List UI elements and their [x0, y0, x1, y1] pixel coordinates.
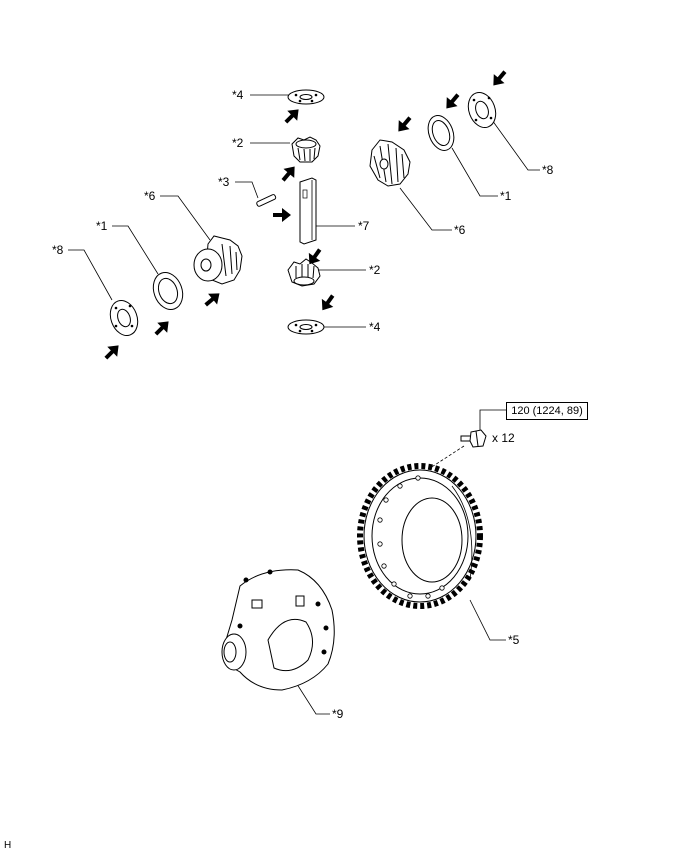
- arrow-icon: [150, 316, 174, 340]
- arrow-icon: [440, 90, 464, 113]
- thrust-washer-right: [427, 115, 455, 151]
- pinion-washer-bottom: [287, 319, 325, 335]
- figure-id: H: [4, 840, 12, 851]
- callout-1-left: *1: [96, 219, 108, 233]
- bolt-quantity: x 12: [492, 431, 515, 445]
- callout-8-left: *8: [52, 243, 64, 257]
- pinion-gear-bottom: [287, 258, 321, 287]
- ring-gear-bolt: [460, 429, 487, 448]
- differential-case: [221, 569, 335, 691]
- callout-5: *5: [508, 633, 520, 647]
- pinion-gear-top: [291, 136, 321, 163]
- callout-2-bottom: *2: [369, 263, 381, 277]
- side-gear-left: [193, 235, 243, 285]
- callout-9: *9: [332, 707, 344, 721]
- arrow-icon: [392, 113, 416, 136]
- arrow-icon: [201, 287, 224, 311]
- pinion-shaft: [299, 177, 317, 245]
- side-washer-left: [109, 300, 139, 336]
- callout-4-top: *4: [232, 88, 244, 102]
- callout-6-left: *6: [144, 189, 156, 203]
- pin: [256, 194, 277, 207]
- callout-3: *3: [218, 175, 230, 189]
- arrow-icon: [316, 291, 339, 315]
- thrust-washer-left: [152, 272, 184, 310]
- bolt-dash-line: [423, 445, 465, 473]
- side-gear-right: [369, 139, 411, 187]
- arrow-icon: [277, 162, 301, 185]
- callout-8-right: *8: [542, 163, 554, 177]
- callout-6-right: *6: [454, 223, 466, 237]
- leader-lines: [68, 94, 540, 715]
- callout-4-bottom: *4: [369, 320, 381, 334]
- ring-gear: [357, 463, 483, 609]
- callout-1-right: *1: [500, 189, 512, 203]
- arrow-icon: [273, 208, 291, 222]
- callout-7: *7: [358, 219, 370, 233]
- callout-2-top: *2: [232, 136, 244, 150]
- arrow-icon: [100, 340, 124, 364]
- arrow-icon: [280, 104, 304, 128]
- pinion-washer-top: [287, 89, 325, 105]
- arrow-icon: [487, 67, 511, 90]
- side-washer-right: [467, 92, 497, 128]
- torque-spec-box: 120 (1224, 89): [506, 402, 588, 420]
